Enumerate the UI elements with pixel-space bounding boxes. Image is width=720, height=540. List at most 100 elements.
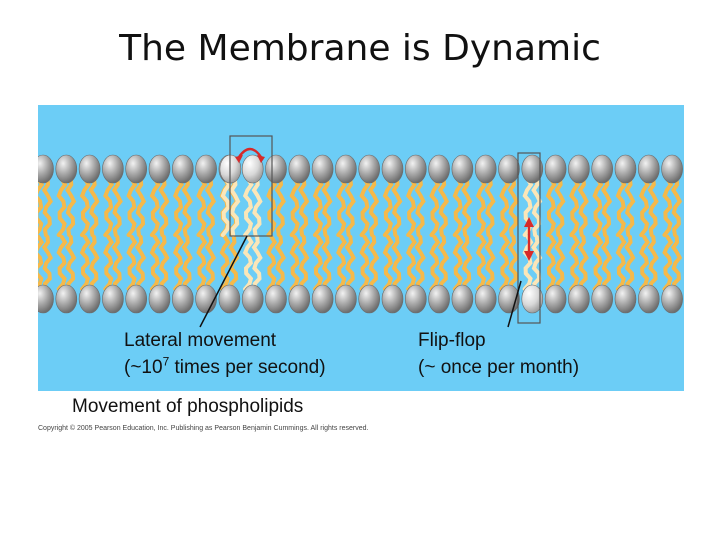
phospholipid-head [661, 154, 683, 184]
phospholipid-head [591, 284, 614, 314]
lipid-tail [181, 177, 193, 237]
lipid-tail [592, 177, 604, 237]
lipid-tail [414, 177, 426, 237]
phospholipid-head [125, 154, 147, 184]
lipid-tail [475, 177, 487, 237]
lipid-tail [172, 235, 184, 291]
lipid-tail [647, 235, 659, 291]
lipid-tail [499, 235, 511, 291]
lipid-tail [662, 235, 674, 291]
phospholipid-head [311, 154, 334, 184]
lipid-tail [670, 235, 683, 291]
lipid-tail [289, 177, 301, 237]
bottom-leaflet-heads [38, 284, 683, 314]
lipid-tail [545, 235, 557, 291]
phospholipid-head [288, 154, 311, 184]
lipid-tail [461, 177, 473, 237]
lipid-tail [242, 235, 254, 291]
phospholipid-head [148, 154, 171, 184]
phospholipid-head [311, 284, 334, 314]
lipid-tail [196, 235, 208, 291]
lipid-tail [220, 177, 232, 237]
lipid-tail [382, 235, 394, 291]
phospholipid-head [218, 284, 241, 314]
copyright-notice: Copyright © 2005 Pearson Education, Inc.… [38, 425, 369, 432]
phospholipid-head [568, 154, 590, 184]
lipid-tail [79, 235, 91, 291]
lipid-tail [274, 235, 286, 291]
lipid-tail [554, 235, 566, 291]
phospholipid-head [474, 284, 497, 314]
lipid-tail [103, 177, 114, 237]
lipid-tail [344, 235, 356, 291]
lipid-tail [475, 235, 487, 291]
flip-flop-arrow-up [524, 217, 534, 227]
lateral-arrow-head-left [235, 155, 243, 163]
flip-flop-arrow-down [524, 251, 534, 261]
flip-flop-label: Flip-flop (~ once per month) [418, 327, 579, 381]
phospholipid-head [637, 284, 660, 314]
lipid-tail [38, 177, 45, 235]
phospholipid-head [451, 154, 474, 184]
lipid-tail [65, 235, 77, 291]
lipid-tail [359, 177, 371, 237]
lipid-tail [437, 235, 450, 291]
lipid-tail [135, 177, 147, 237]
phospholipid-head [102, 154, 124, 184]
lipid-tail [321, 177, 333, 237]
lipid-tail [321, 235, 333, 291]
lateral-arrow-head-right [257, 155, 265, 163]
phospholipid-head [78, 284, 101, 314]
phospholipid-head [125, 284, 147, 314]
lipid-tail [158, 235, 170, 291]
lipid-tail [429, 235, 441, 291]
phospholipid-head [404, 284, 427, 314]
lipid-tail [38, 235, 45, 290]
phospholipid-head [568, 284, 590, 314]
lipid-tail [662, 177, 674, 237]
diagram-caption: Movement of phospholipids [72, 396, 304, 417]
phospholipid-head [428, 284, 450, 314]
lipid-tail [149, 235, 161, 291]
lipid-tail [429, 177, 441, 237]
lipid-tail [336, 235, 348, 291]
flip-flop-pointer-line [507, 280, 522, 328]
phospholipid-head [474, 154, 497, 184]
lipid-tail [196, 177, 208, 237]
flip-flop-label-line1: Flip-flop [418, 330, 486, 351]
phospholipid-head [404, 154, 427, 184]
lipid-tail [484, 235, 496, 291]
phospholipid-head [102, 284, 124, 314]
phospholipid-head [451, 284, 474, 314]
lipid-tail [298, 177, 310, 237]
lipid-tail [229, 177, 241, 237]
lipid-tail [406, 177, 417, 237]
lipid-tail [368, 177, 380, 237]
lipid-tail [289, 235, 301, 291]
lipid-tail [103, 235, 115, 291]
slide-title: The Membrane is Dynamic [119, 28, 601, 69]
phospholipid-head [265, 154, 287, 184]
membrane-diagram: Lateral movement (~107 times per second)… [38, 105, 684, 391]
lipid-tail [126, 177, 138, 237]
lipid-tail [601, 177, 613, 237]
lipid-tail [111, 235, 123, 291]
bottom-leaflet-tails [38, 235, 683, 291]
lipid-tail [531, 177, 543, 237]
lipid-tail [41, 177, 53, 237]
phospholipid-head [614, 284, 637, 314]
lipid-tail [65, 177, 77, 237]
phospholipid-head [381, 284, 404, 314]
lipid-tail [298, 235, 310, 291]
phospholipid-head [335, 284, 357, 314]
phospholipid-head [358, 154, 381, 184]
flip-flop-label-line2: (~ once per month) [418, 357, 580, 378]
lipid-tail [135, 235, 147, 291]
phospholipid-head [591, 154, 614, 184]
lipid-tail [41, 235, 53, 291]
flip-flop-box [517, 152, 541, 324]
lipid-tail [638, 235, 650, 291]
lipid-tail [499, 177, 511, 237]
lateral-arrow-curve [238, 147, 262, 158]
phospholipid-head [544, 154, 567, 184]
